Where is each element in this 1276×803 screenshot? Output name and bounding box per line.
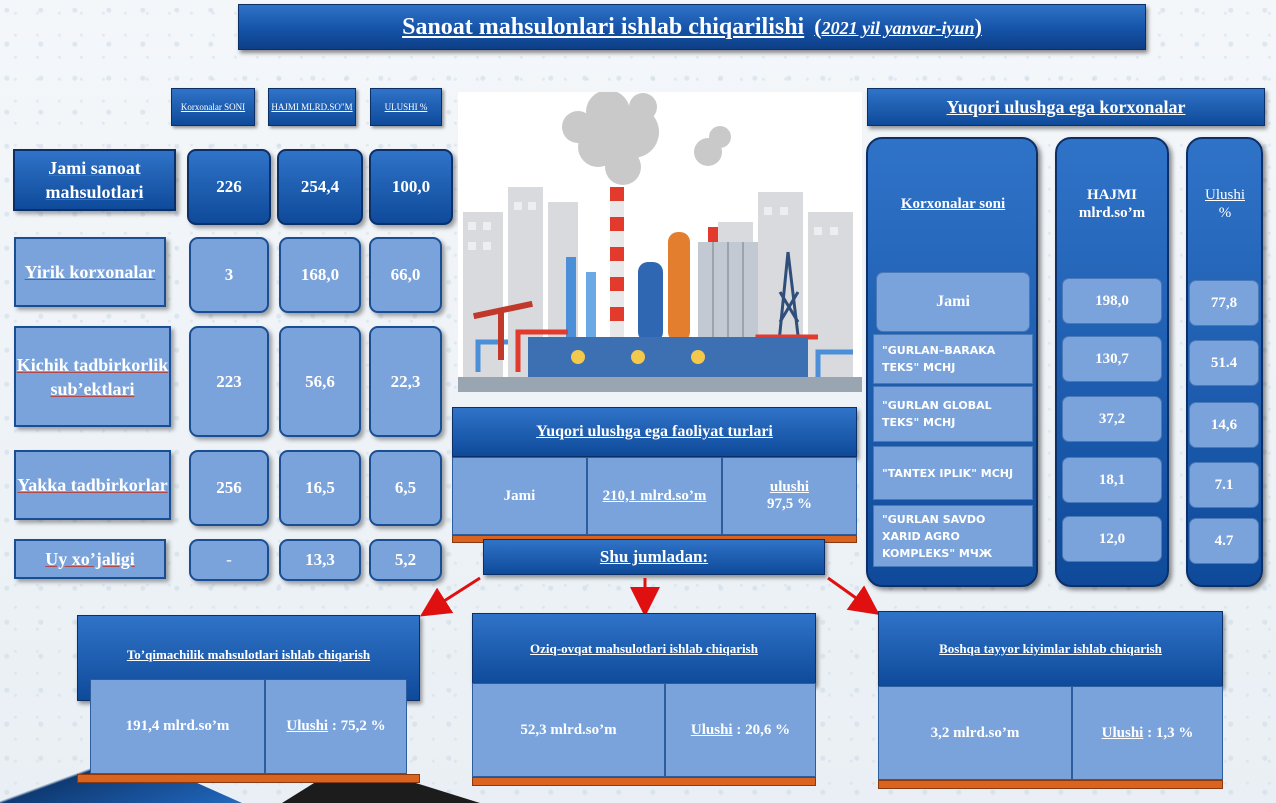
enterprise-row-4-volume: 12,0 <box>1062 516 1162 562</box>
enterprises-header-share-1: Ulushi <box>1204 187 1245 203</box>
sub-clothing-share: Ulushi : 1,3 % <box>1072 686 1223 780</box>
page-title: Sanoat mahsulonlari ishlab chiqarilishi … <box>238 4 1146 50</box>
industrial-plant-icon <box>458 92 862 392</box>
activity-share-label: ulushi <box>769 479 810 495</box>
enterprise-row-3-share: 7.1 <box>1189 462 1259 508</box>
enterprise-row-total-share: 77,8 <box>1189 280 1259 326</box>
sub-clothing-share-label: Ulushi <box>1101 724 1144 741</box>
sub-food-volume: 52,3 mlrd.so’m <box>472 683 665 777</box>
sub-textile-share-value: : 75,2 % <box>331 718 386 734</box>
row-share-household: 5,2 <box>369 539 442 581</box>
enterprises-header-name: Korxonalar soni <box>900 196 1006 212</box>
activity-share: ulushi 97,5 % <box>722 457 857 535</box>
title-period-text: 2021 yil yanvar-iyun <box>821 18 975 38</box>
header-share: ULUSHI % <box>370 88 442 126</box>
sub-food-share-value: : 20,6 % <box>736 721 791 738</box>
activity-label: Jami <box>452 457 587 535</box>
sub-textile-bar <box>77 774 420 783</box>
row-count-large: 3 <box>189 237 269 313</box>
enterprise-row-4-name: "GURLAN SAVDO XARID AGRO KOMPLEKS" МЧЖ <box>873 505 1033 567</box>
row-share-small: 22,3 <box>369 326 442 437</box>
enterprise-row-1-name: "GURLAN–BARAKA TEKS" MCHJ <box>873 334 1033 384</box>
title-paren-close: ) <box>974 14 982 39</box>
row-volume-total: 254,4 <box>277 149 363 225</box>
row-volume-large: 168,0 <box>279 237 361 313</box>
row-count-total: 226 <box>187 149 271 225</box>
enterprise-row-1-volume: 130,7 <box>1062 336 1162 382</box>
enterprises-header-share-2: % <box>1218 205 1232 221</box>
row-share-large: 66,0 <box>369 237 442 313</box>
enterprises-header-volume-2: mlrd.so’m <box>1078 205 1146 221</box>
row-count-individual: 256 <box>189 450 269 526</box>
industrial-plant-illustration <box>458 92 862 392</box>
sub-food-share: Ulushi : 20,6 % <box>665 683 816 777</box>
sub-textile-share-label: Ulushi <box>286 718 329 734</box>
sub-clothing-bar <box>878 780 1223 789</box>
row-volume-individual: 16,5 <box>279 450 361 526</box>
row-label-total: Jami sanoat mahsulotlari <box>13 149 176 211</box>
row-share-individual: 6,5 <box>369 450 442 526</box>
sub-food-share-label: Ulushi <box>690 721 733 738</box>
enterprise-row-3-volume: 18,1 <box>1062 457 1162 503</box>
row-label-household: Uy xo’jaligi <box>14 539 166 579</box>
enterprise-row-1-share: 51.4 <box>1189 340 1259 386</box>
arrow-right <box>827 576 880 615</box>
sub-textile-volume: 191,4 mlrd.so’m <box>90 679 265 774</box>
row-count-small: 223 <box>189 326 269 437</box>
sub-clothing-share-value: : 1,3 % <box>1147 724 1194 741</box>
row-share-total: 100,0 <box>369 149 453 225</box>
enterprise-row-2-name: "GURLAN GLOBAL TEKS" MCHJ <box>873 386 1033 442</box>
enterprises-title: Yuqori ulushga ega korxonalar <box>867 88 1265 126</box>
title-paren-open: ( <box>814 14 822 39</box>
header-count: Korxonalar SONI <box>171 88 255 126</box>
arrow-left <box>419 576 481 617</box>
sub-food-title: Oziq-ovqat mahsulotlari ishlab chiqarish <box>472 613 816 685</box>
enterprise-row-total-name: Jami <box>876 272 1030 332</box>
row-volume-small: 56,6 <box>279 326 361 437</box>
enterprise-row-3-name: "TANTEX IPLIK" MCHJ <box>873 446 1033 500</box>
enterprise-row-total-volume: 198,0 <box>1062 278 1162 324</box>
activity-volume: 210,1 mlrd.so’m <box>587 457 722 535</box>
enterprise-row-4-share: 4.7 <box>1189 518 1259 564</box>
activity-title: Yuqori ulushga ega faoliyat turlari <box>452 407 857 457</box>
sub-textile-share: Ulushi : 75,2 % <box>265 679 407 774</box>
row-count-household: - <box>189 539 269 581</box>
including-label: Shu jumladan: <box>483 539 825 575</box>
header-volume: HAJMI MLRD.SO"M <box>268 88 356 126</box>
sub-clothing-volume: 3,2 mlrd.so’m <box>878 686 1072 780</box>
enterprise-row-2-volume: 37,2 <box>1062 396 1162 442</box>
title-period: (2021 yil yanvar-iyun) <box>814 14 982 40</box>
enterprises-header-volume-1: HAJMI <box>1087 187 1137 203</box>
row-label-individual: Yakka tadbirkorlar <box>14 450 171 520</box>
row-label-small: Kichik tadbirkorlik sub’ektlari <box>14 326 171 427</box>
activity-share-value: 97,5 % <box>767 496 812 512</box>
enterprise-row-2-share: 14,6 <box>1189 402 1259 448</box>
sub-food-bar <box>472 777 816 786</box>
row-volume-household: 13,3 <box>279 539 361 581</box>
row-label-large: Yirik korxonalar <box>14 237 166 307</box>
title-main: Sanoat mahsulonlari ishlab chiqarilishi <box>402 13 805 40</box>
sub-clothing-title: Boshqa tayyor kiyimlar ishlab chiqarish <box>878 611 1223 687</box>
